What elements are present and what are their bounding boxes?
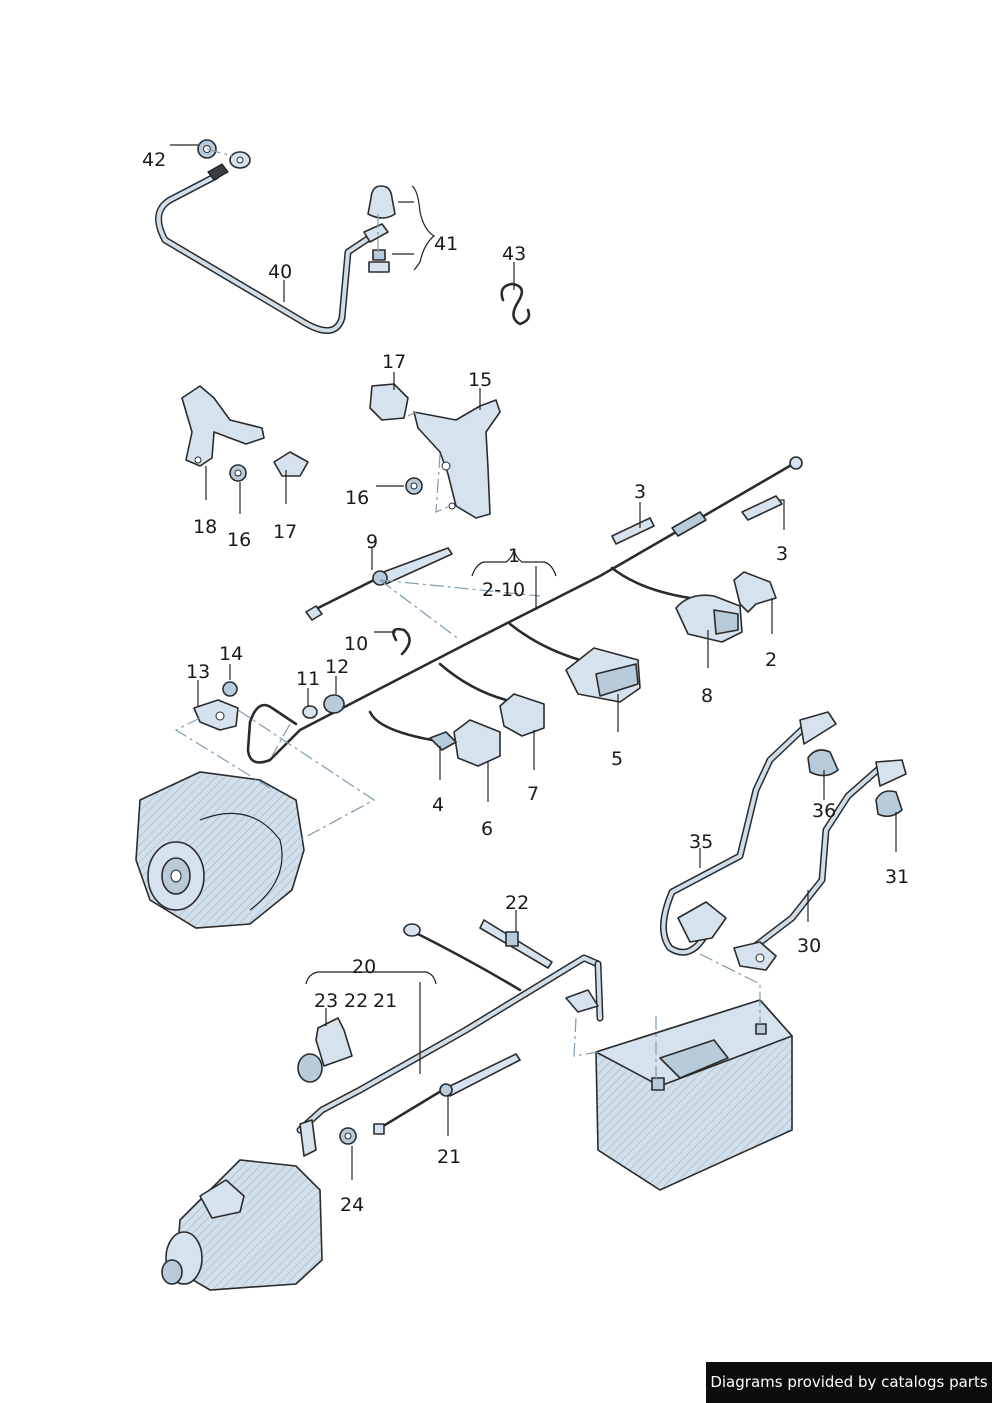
label-35: 35 — [689, 831, 713, 853]
battery-cable-35 — [660, 711, 837, 956]
credit-banner: Diagrams provided by catalogs parts — [706, 1362, 992, 1403]
cap-36 — [807, 749, 839, 777]
nut-16a — [229, 464, 247, 482]
wiring-harness-1 — [246, 456, 803, 764]
bracket-13 — [193, 699, 239, 731]
label-11: 11 — [296, 668, 320, 690]
tie-22 — [479, 919, 553, 969]
label-20: 20 — [352, 956, 376, 978]
label-17b: 17 — [273, 521, 297, 543]
label-31: 31 — [885, 866, 909, 888]
starter-motor — [161, 1159, 323, 1291]
bracket-18 — [181, 385, 265, 467]
label-23: 23 — [314, 990, 338, 1012]
bracket-15 — [413, 399, 501, 519]
clip-43 — [500, 282, 531, 326]
holder-23 — [297, 1017, 353, 1083]
label-9: 9 — [366, 531, 378, 553]
leader-lines — [170, 144, 897, 1180]
connector-17b — [273, 451, 309, 477]
connector-17a — [369, 383, 409, 421]
label-42: 42 — [142, 149, 166, 171]
label-21a: 21 — [373, 990, 397, 1012]
label-43: 43 — [502, 243, 526, 265]
label-30: 30 — [797, 935, 821, 957]
label-15: 15 — [468, 369, 492, 391]
connector-6 — [429, 719, 501, 767]
cap-31 — [875, 790, 903, 818]
label-40: 40 — [268, 261, 292, 283]
nut-24 — [339, 1127, 357, 1145]
cap-nut-41 — [367, 185, 396, 273]
alternator — [135, 771, 305, 929]
connector-3b — [741, 495, 783, 521]
battery — [595, 999, 793, 1191]
label-36: 36 — [812, 800, 836, 822]
callout-labels: 42 41 40 43 17 15 16 18 16 17 3 3 9 1 2-… — [142, 149, 909, 1216]
battery-cable-30 — [733, 759, 907, 971]
cable-21 — [373, 1053, 521, 1135]
label-8: 8 — [701, 685, 713, 707]
label-41: 41 — [434, 233, 458, 255]
label-12: 12 — [325, 656, 349, 678]
label-13: 13 — [186, 661, 210, 683]
label-17a: 17 — [382, 351, 406, 373]
clip-10 — [392, 627, 411, 656]
label-10: 10 — [344, 633, 368, 655]
label-3a: 3 — [634, 481, 646, 503]
label-18: 18 — [193, 516, 217, 538]
label-16a: 16 — [227, 529, 251, 551]
nut-16b — [405, 477, 423, 495]
connector-8 — [675, 594, 743, 643]
starter-cable-20 — [296, 923, 604, 1157]
connector-5 — [565, 647, 641, 703]
cap-12 — [323, 694, 345, 714]
label-21b: 21 — [437, 1146, 461, 1168]
holder-2 — [733, 571, 777, 613]
connector-7 — [499, 693, 545, 737]
label-16b: 16 — [345, 487, 369, 509]
grommet-11 — [302, 705, 318, 719]
label-24: 24 — [340, 1194, 364, 1216]
assembly-lines — [174, 148, 761, 1080]
label-22b: 22 — [344, 990, 368, 1012]
label-1-range: 2-10 — [482, 579, 525, 601]
label-2: 2 — [765, 649, 777, 671]
label-3b: 3 — [776, 543, 788, 565]
label-4: 4 — [432, 794, 444, 816]
label-22a: 22 — [505, 892, 529, 914]
label-5: 5 — [611, 748, 623, 770]
tie-9 — [372, 547, 453, 586]
label-1: 1 — [508, 545, 520, 567]
label-14: 14 — [219, 643, 243, 665]
connector-3a — [611, 517, 655, 545]
label-6: 6 — [481, 818, 493, 840]
ground-cable-40 — [155, 151, 389, 334]
nut-14 — [222, 681, 238, 697]
label-7: 7 — [527, 783, 539, 805]
